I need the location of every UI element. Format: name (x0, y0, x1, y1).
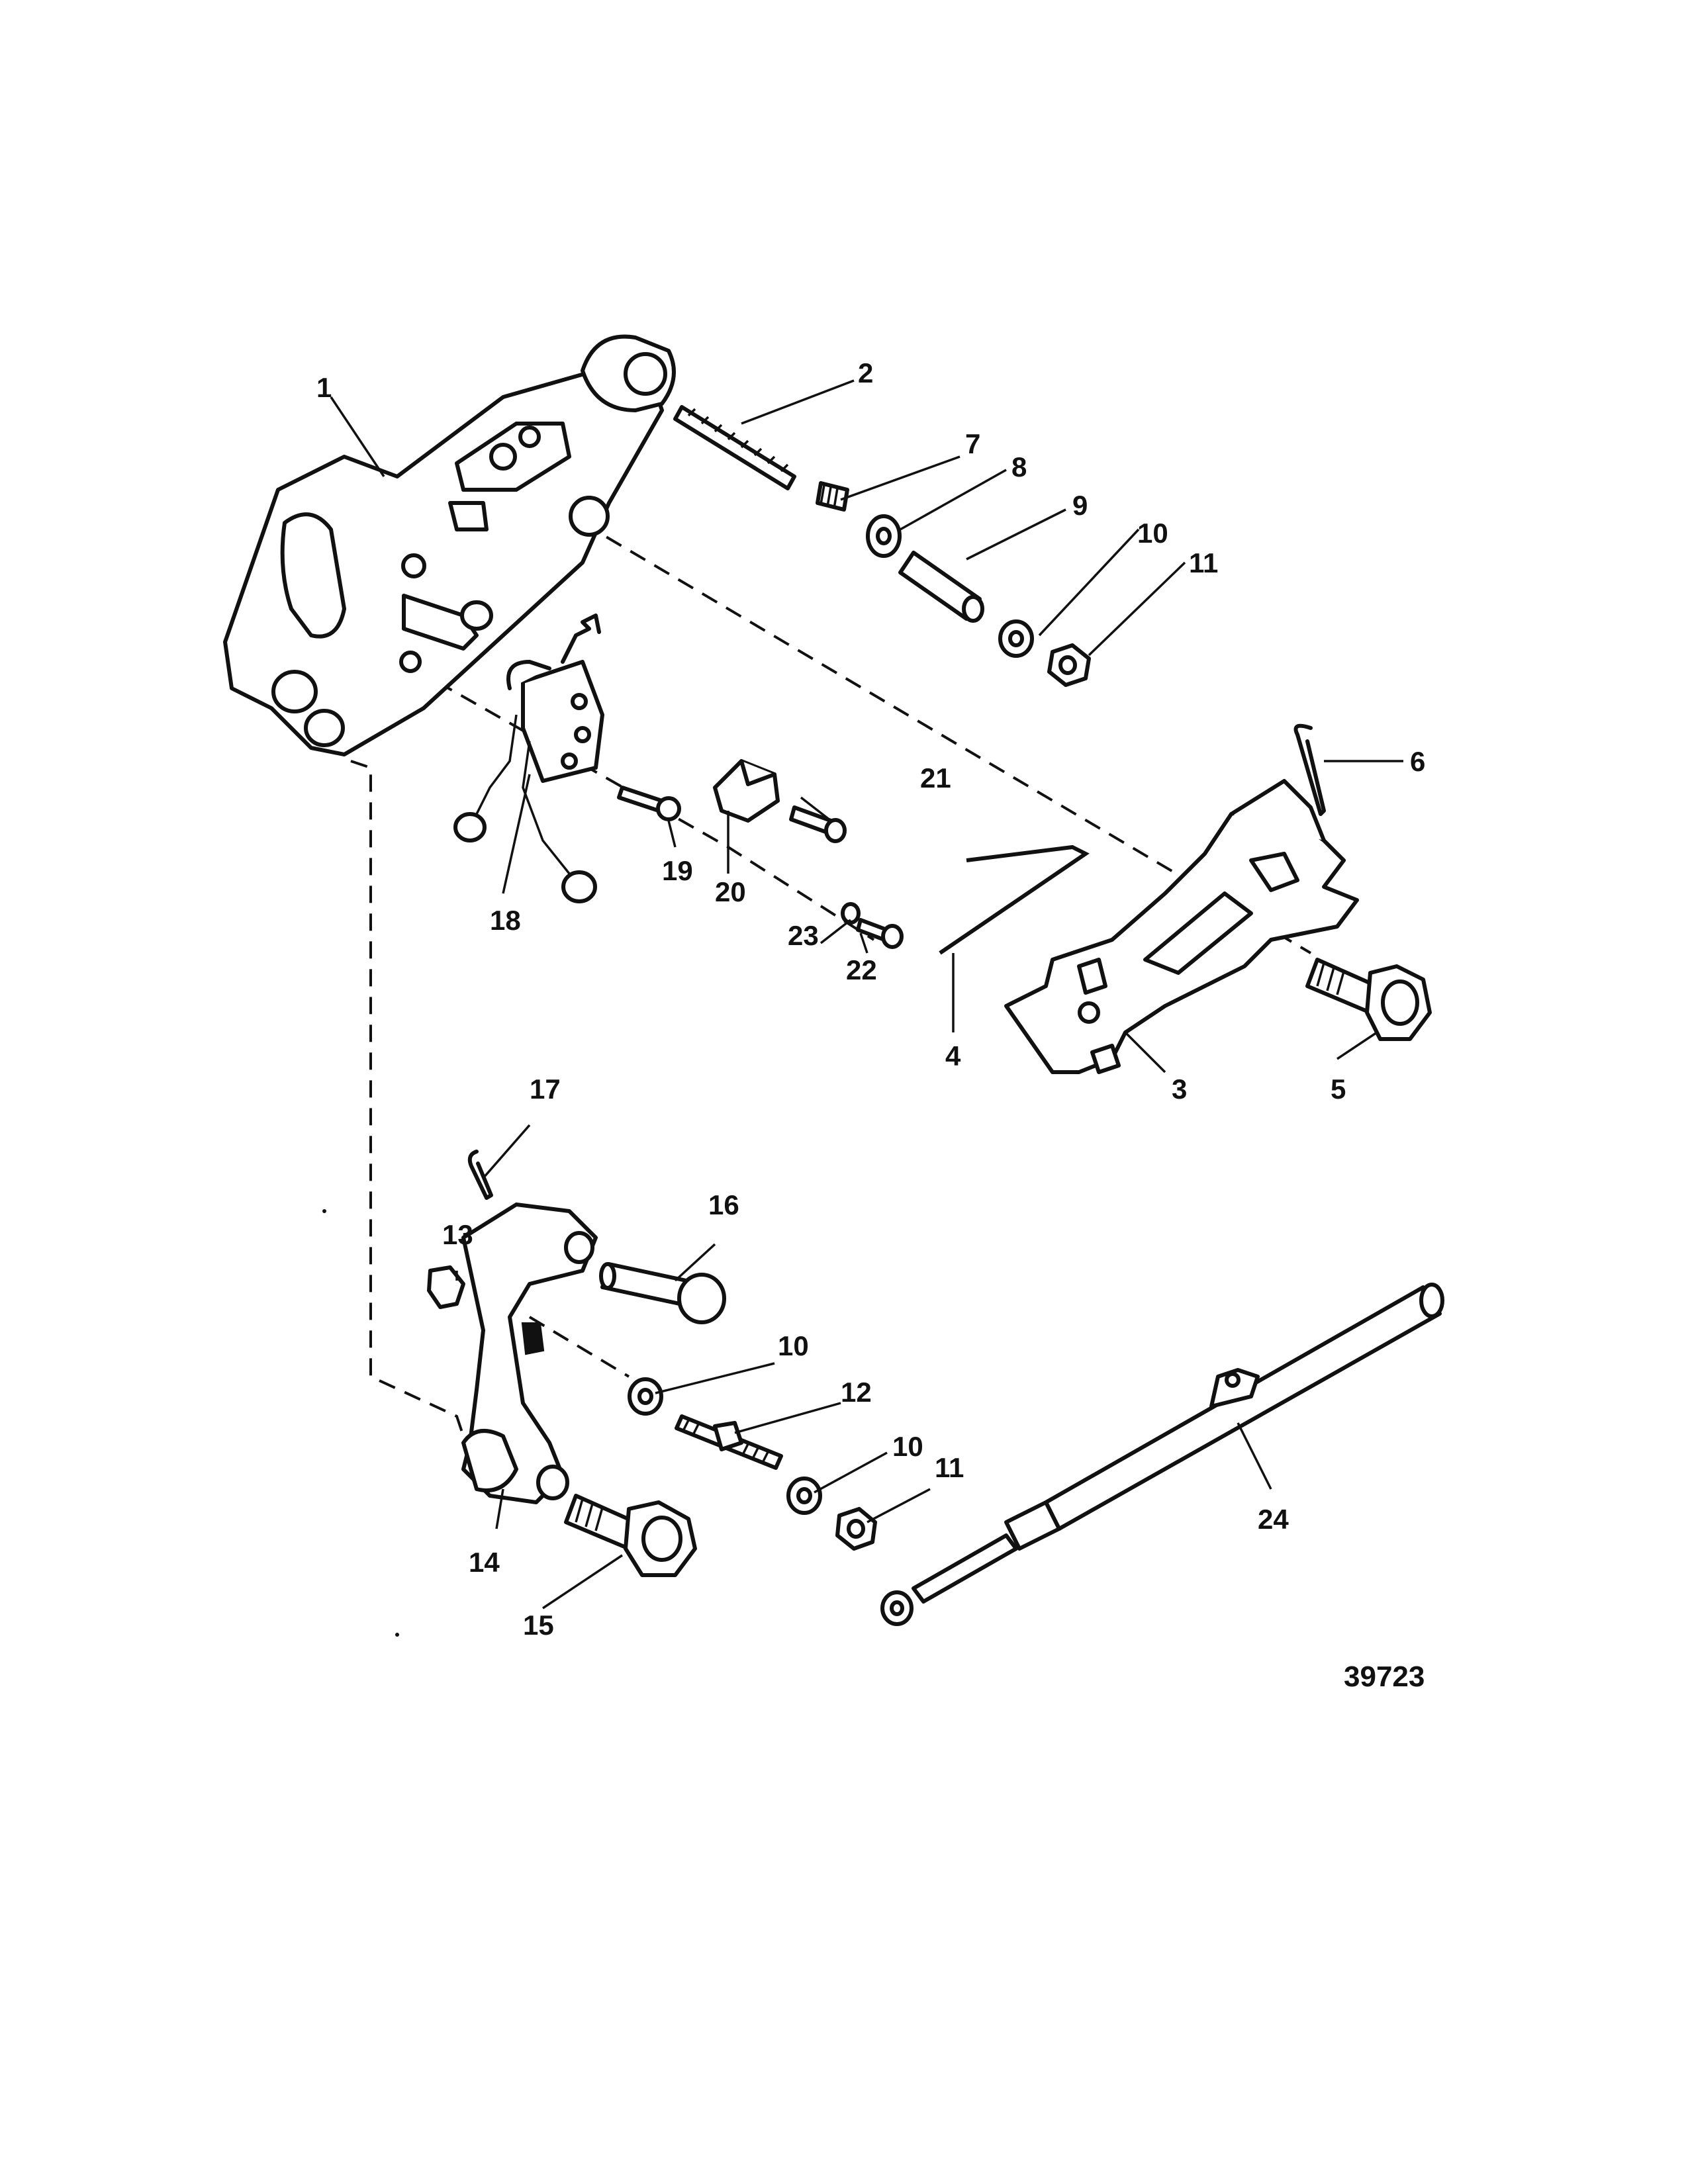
rod-part-24 (880, 1283, 1444, 1626)
nut-part-11-top (1047, 643, 1091, 687)
callout-15: 15 (523, 1610, 554, 1641)
spring-part-7 (816, 481, 849, 512)
callout-17: 17 (530, 1073, 561, 1105)
callout-13: 13 (442, 1219, 473, 1250)
callout-16: 16 (708, 1189, 739, 1220)
callout-24: 24 (1258, 1504, 1289, 1535)
callout-11-low: 11 (935, 1452, 964, 1483)
spring-wire-part-4 (939, 844, 1090, 955)
shoulder-bolt-part-5 (1305, 958, 1432, 1041)
callout-labels: 1 2 3 4 5 6 7 8 9 10 11 12 13 14 15 16 1… (316, 357, 1425, 1641)
callout-9: 9 (1072, 490, 1088, 521)
sleeve-part-9 (898, 551, 984, 623)
scan-dot (322, 1209, 326, 1213)
callout-6: 6 (1410, 746, 1425, 777)
clip-part-20 (713, 759, 780, 823)
washer-part-10-low (786, 1477, 822, 1515)
callout-21: 21 (920, 762, 951, 794)
callout-7: 7 (965, 428, 980, 459)
callout-2: 2 (858, 357, 873, 388)
pin-part-16 (599, 1262, 726, 1324)
callout-8: 8 (1011, 451, 1027, 482)
scan-dot (395, 1633, 399, 1637)
clip-part-13 (427, 1265, 465, 1309)
leader-lines (330, 379, 1403, 1610)
washer-part-23 (841, 902, 861, 925)
callout-4: 4 (945, 1040, 961, 1071)
main-bracket-part-1 (223, 334, 676, 756)
callout-18: 18 (490, 905, 521, 936)
washer-part-10-mid (628, 1377, 663, 1416)
callout-14: 14 (469, 1547, 500, 1578)
washer-part-8 (866, 514, 902, 558)
callout-23: 23 (788, 920, 819, 951)
screw-part-19 (617, 786, 681, 821)
link-arm-part-14 (461, 1203, 598, 1504)
callout-11-top: 11 (1189, 547, 1218, 578)
lever-part-3 (1004, 779, 1359, 1074)
callout-1: 1 (316, 372, 332, 403)
cotter-pin-part-17 (467, 1150, 493, 1200)
switch-part-18 (453, 614, 604, 903)
callout-12: 12 (841, 1377, 872, 1408)
callout-20: 20 (715, 876, 746, 907)
callout-10-low: 10 (892, 1431, 923, 1462)
screw-part-22 (856, 918, 904, 949)
stud-part-12 (675, 1414, 783, 1470)
nut-part-11-low (835, 1507, 877, 1551)
callout-22: 22 (846, 954, 877, 985)
drawing-number: 39723 (1344, 1661, 1425, 1693)
washer-part-10-top (998, 619, 1034, 658)
callout-3: 3 (1172, 1073, 1187, 1105)
callout-10-mid: 10 (778, 1330, 809, 1361)
stud-part-2 (673, 405, 796, 490)
callout-19: 19 (662, 855, 693, 886)
cotter-pin-part-6 (1293, 723, 1326, 816)
screw-part-21 (789, 805, 847, 843)
callout-10-top: 10 (1137, 518, 1168, 549)
shoulder-bolt-part-15 (564, 1494, 697, 1577)
callout-5: 5 (1331, 1073, 1346, 1105)
